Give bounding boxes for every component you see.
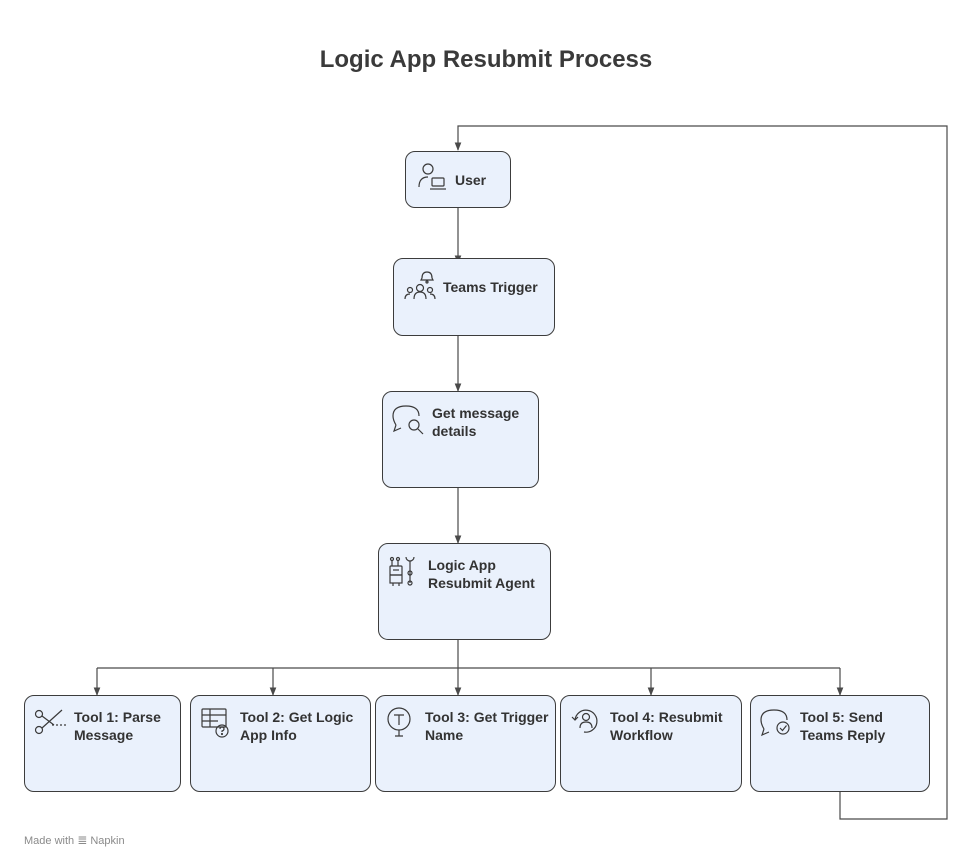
text-search-icon [387,707,411,737]
node-tool3: Tool 3: Get Trigger Name [375,695,556,792]
team-notification-icon [404,271,436,300]
user-laptop-icon [418,163,446,190]
node-get-message-details: Get message details [382,391,539,488]
node-label: Tool 3: Get Trigger Name [425,709,549,743]
napkin-logo-icon: ≣ [77,833,88,847]
node-teams-trigger: Teams Trigger [393,258,555,336]
footer-watermark: Made with ≣ Napkin [24,833,125,847]
footer-prefix: Made with [24,835,75,847]
feedback-loop-arrow [454,125,948,820]
node-tool2: Tool 2: Get Logic App Info [190,695,371,792]
footer-brand: Napkin [90,835,125,847]
node-label: Tool 1: Parse Message [74,709,161,743]
node-tool1: Tool 1: Parse Message [24,695,181,792]
node-label: Get message details [432,405,520,439]
scissors-cut-icon [34,709,66,735]
chat-check-icon [760,709,790,737]
node-label: Tool 2: Get Logic App Info [240,709,354,743]
node-label: Tool 5: Send Teams Reply [800,709,886,743]
node-label: Teams Trigger [443,279,538,295]
chat-search-icon [392,405,424,435]
node-user: User [405,151,511,208]
person-refresh-icon [571,709,598,733]
node-tool4: Tool 4: Resubmit Workflow [560,695,742,792]
node-resubmit-agent: Logic App Resubmit Agent [378,543,551,640]
node-tool5: Tool 5: Send Teams Reply [750,695,930,792]
node-label: User [455,172,487,188]
node-label: Logic App Resubmit Agent [428,557,535,591]
diagram-title: Logic App Resubmit Process [319,46,653,73]
robot-tools-icon [389,556,415,586]
table-question-icon [201,708,229,738]
node-label: Tool 4: Resubmit Workflow [610,709,723,743]
